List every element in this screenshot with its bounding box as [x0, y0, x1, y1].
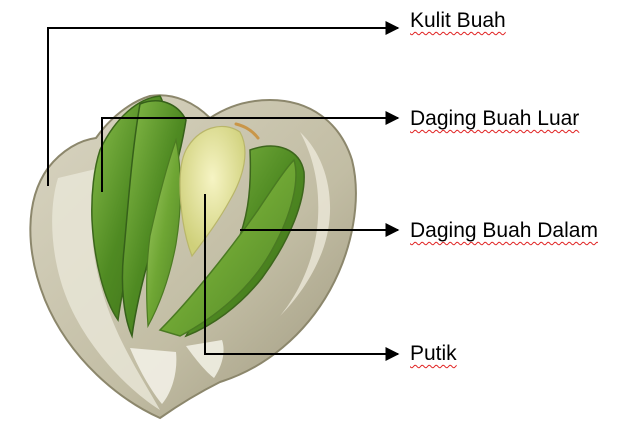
label-daging-buah-dalam: Daging Buah Dalam	[410, 219, 598, 243]
label-kulit-buah: Kulit Buah	[410, 9, 506, 33]
label-daging-buah-luar: Daging Buah Luar	[410, 107, 579, 131]
label-putik: Putik	[410, 342, 457, 366]
